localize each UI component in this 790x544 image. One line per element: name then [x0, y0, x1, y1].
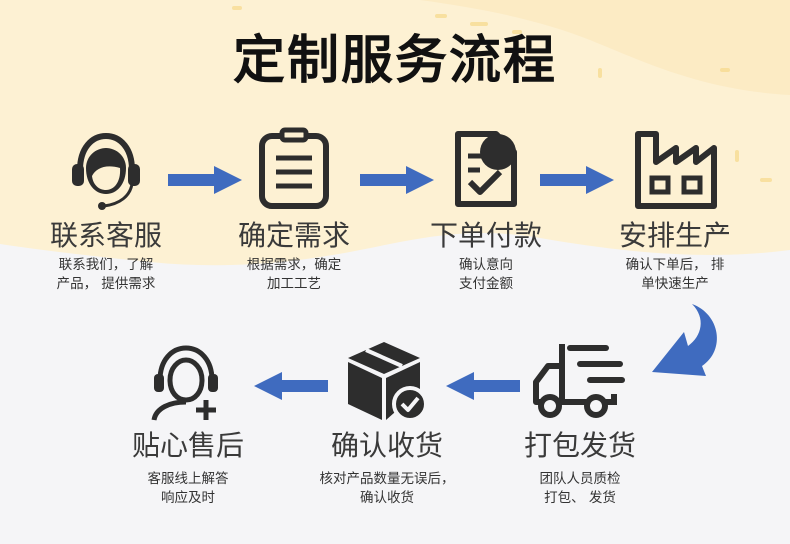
delivery-truck-icon [533, 344, 625, 418]
clipboard-list-icon [259, 127, 329, 209]
step-desc-line2: 单快速生产 [641, 276, 709, 292]
step-label: 贴心售后 [131, 429, 244, 462]
curved-arrow-icon [652, 304, 717, 376]
step-desc-line1: 团队人员质检 [539, 471, 621, 487]
step-after-sales: 贴心售后 客服线上解答 响应及时 [93, 338, 283, 508]
arrow-left-icon [446, 372, 520, 400]
step-arrange-production: 安排生产 确认下单后， 排 单快速生产 [580, 120, 770, 292]
step-desc-line1: 客服线上解答 [147, 471, 229, 487]
step-label: 联系客服 [49, 219, 162, 252]
step-desc-line2: 加工工艺 [267, 276, 321, 292]
step-confirm-receipt: 确认收货 核对产品数量无误后， 确认收货 [292, 338, 482, 508]
step-label: 安排生产 [618, 219, 731, 252]
step-label: 确认收货 [330, 429, 443, 462]
headset-agent-icon [72, 132, 140, 210]
arrow-right-icon [168, 166, 242, 194]
after-sales-support-icon [151, 345, 218, 421]
step-desc-line1: 确认意向 [459, 257, 513, 273]
arrow-right-icon [360, 166, 434, 194]
step-label: 确定需求 [237, 219, 350, 252]
step-desc-line1: 根据需求，确定 [246, 257, 342, 273]
arrow-right-icon [540, 166, 614, 194]
step-desc-line1: 确认下单后， 排 [625, 257, 725, 273]
package-check-icon [348, 342, 428, 422]
step-pack-ship: 打包发货 团队人员质检 打包、 发货 [485, 338, 675, 508]
factory-icon [635, 131, 717, 209]
step-order-payment: 下单付款 确认意向 支付金额 [391, 120, 581, 292]
step-label: 打包发货 [523, 429, 636, 462]
step-desc-line2: 确认收货 [360, 490, 414, 506]
order-check-icon [455, 131, 517, 207]
step-desc-line1: 联系我们，了解 [58, 257, 154, 273]
step-desc-line1: 核对产品数量无误后， [319, 471, 455, 487]
step-confirm-requirements: 确定需求 根据需求，确定 加工工艺 [199, 120, 389, 292]
step-desc-line2: 响应及时 [161, 490, 215, 506]
page-title: 定制服务流程 [232, 31, 557, 91]
step-label: 下单付款 [429, 219, 542, 252]
arrow-left-icon [254, 372, 328, 400]
step-desc-line2: 打包、 发货 [544, 490, 616, 506]
step-desc-line2: 支付金额 [459, 276, 513, 292]
step-contact-service: 联系客服 联系我们，了解 产品， 提供需求 [11, 120, 201, 292]
step-desc-line2: 产品， 提供需求 [56, 276, 156, 292]
